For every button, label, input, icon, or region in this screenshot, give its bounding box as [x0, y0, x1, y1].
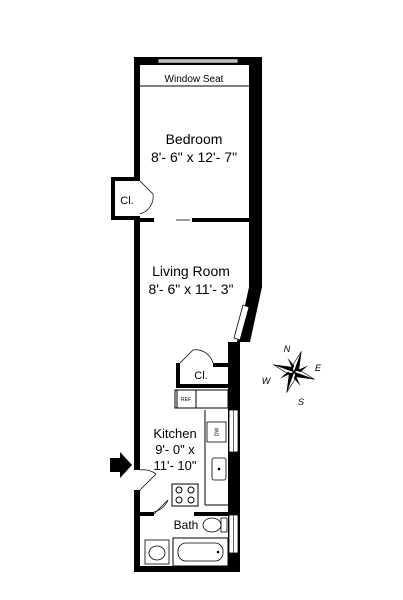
bedroom-wall-right	[192, 218, 249, 222]
closet-mid	[176, 349, 228, 388]
closet-top	[111, 177, 154, 220]
left-wall-lower	[134, 490, 140, 572]
living-room-dims: 8'- 6" x 11'- 3"	[148, 281, 233, 297]
bath	[140, 499, 229, 567]
angled-window	[233, 304, 250, 341]
compass-north: N	[284, 344, 291, 354]
left-wall-upper	[134, 57, 140, 177]
bath-label: Bath	[174, 518, 199, 532]
sink-icon	[144, 539, 170, 565]
toilet-icon	[202, 517, 228, 533]
sink-icon	[211, 457, 227, 481]
kitchen-dims-line2: 11'- 10"	[154, 458, 197, 473]
walls	[134, 57, 262, 572]
dishwasher-label: DW	[215, 428, 221, 437]
entry-arrow-icon	[110, 452, 132, 478]
refrigerator	[176, 389, 197, 409]
compass-south: S	[298, 397, 304, 407]
closet-mid-label: Cl.	[194, 370, 207, 382]
stove-icon	[171, 483, 199, 507]
closet-top-label: Cl.	[120, 195, 133, 207]
bedroom-wall-left	[140, 218, 154, 222]
refrigerator-label: REF	[181, 397, 191, 403]
right-wall-lower	[228, 342, 240, 572]
bedroom-name: Bedroom	[166, 131, 223, 147]
kitchen-dims-line1: 9'- 0" x	[155, 442, 195, 457]
bedroom-dims: 8'- 6" x 12'- 7"	[151, 149, 237, 165]
entry-door	[139, 469, 157, 491]
kitchen-counter	[171, 389, 229, 507]
right-wall-upper	[249, 57, 262, 287]
compass-west: W	[262, 376, 272, 386]
living-room-name: Living Room	[152, 263, 230, 279]
window-seat-label: Window Seat	[165, 74, 224, 85]
compass-east: E	[315, 363, 322, 373]
bottom-wall	[134, 566, 240, 572]
left-wall-mid	[134, 220, 140, 470]
compass-rose-icon	[273, 351, 315, 393]
bathtub-icon	[172, 537, 229, 567]
kitchen-name: Kitchen	[153, 426, 196, 441]
dishwasher	[206, 421, 227, 443]
